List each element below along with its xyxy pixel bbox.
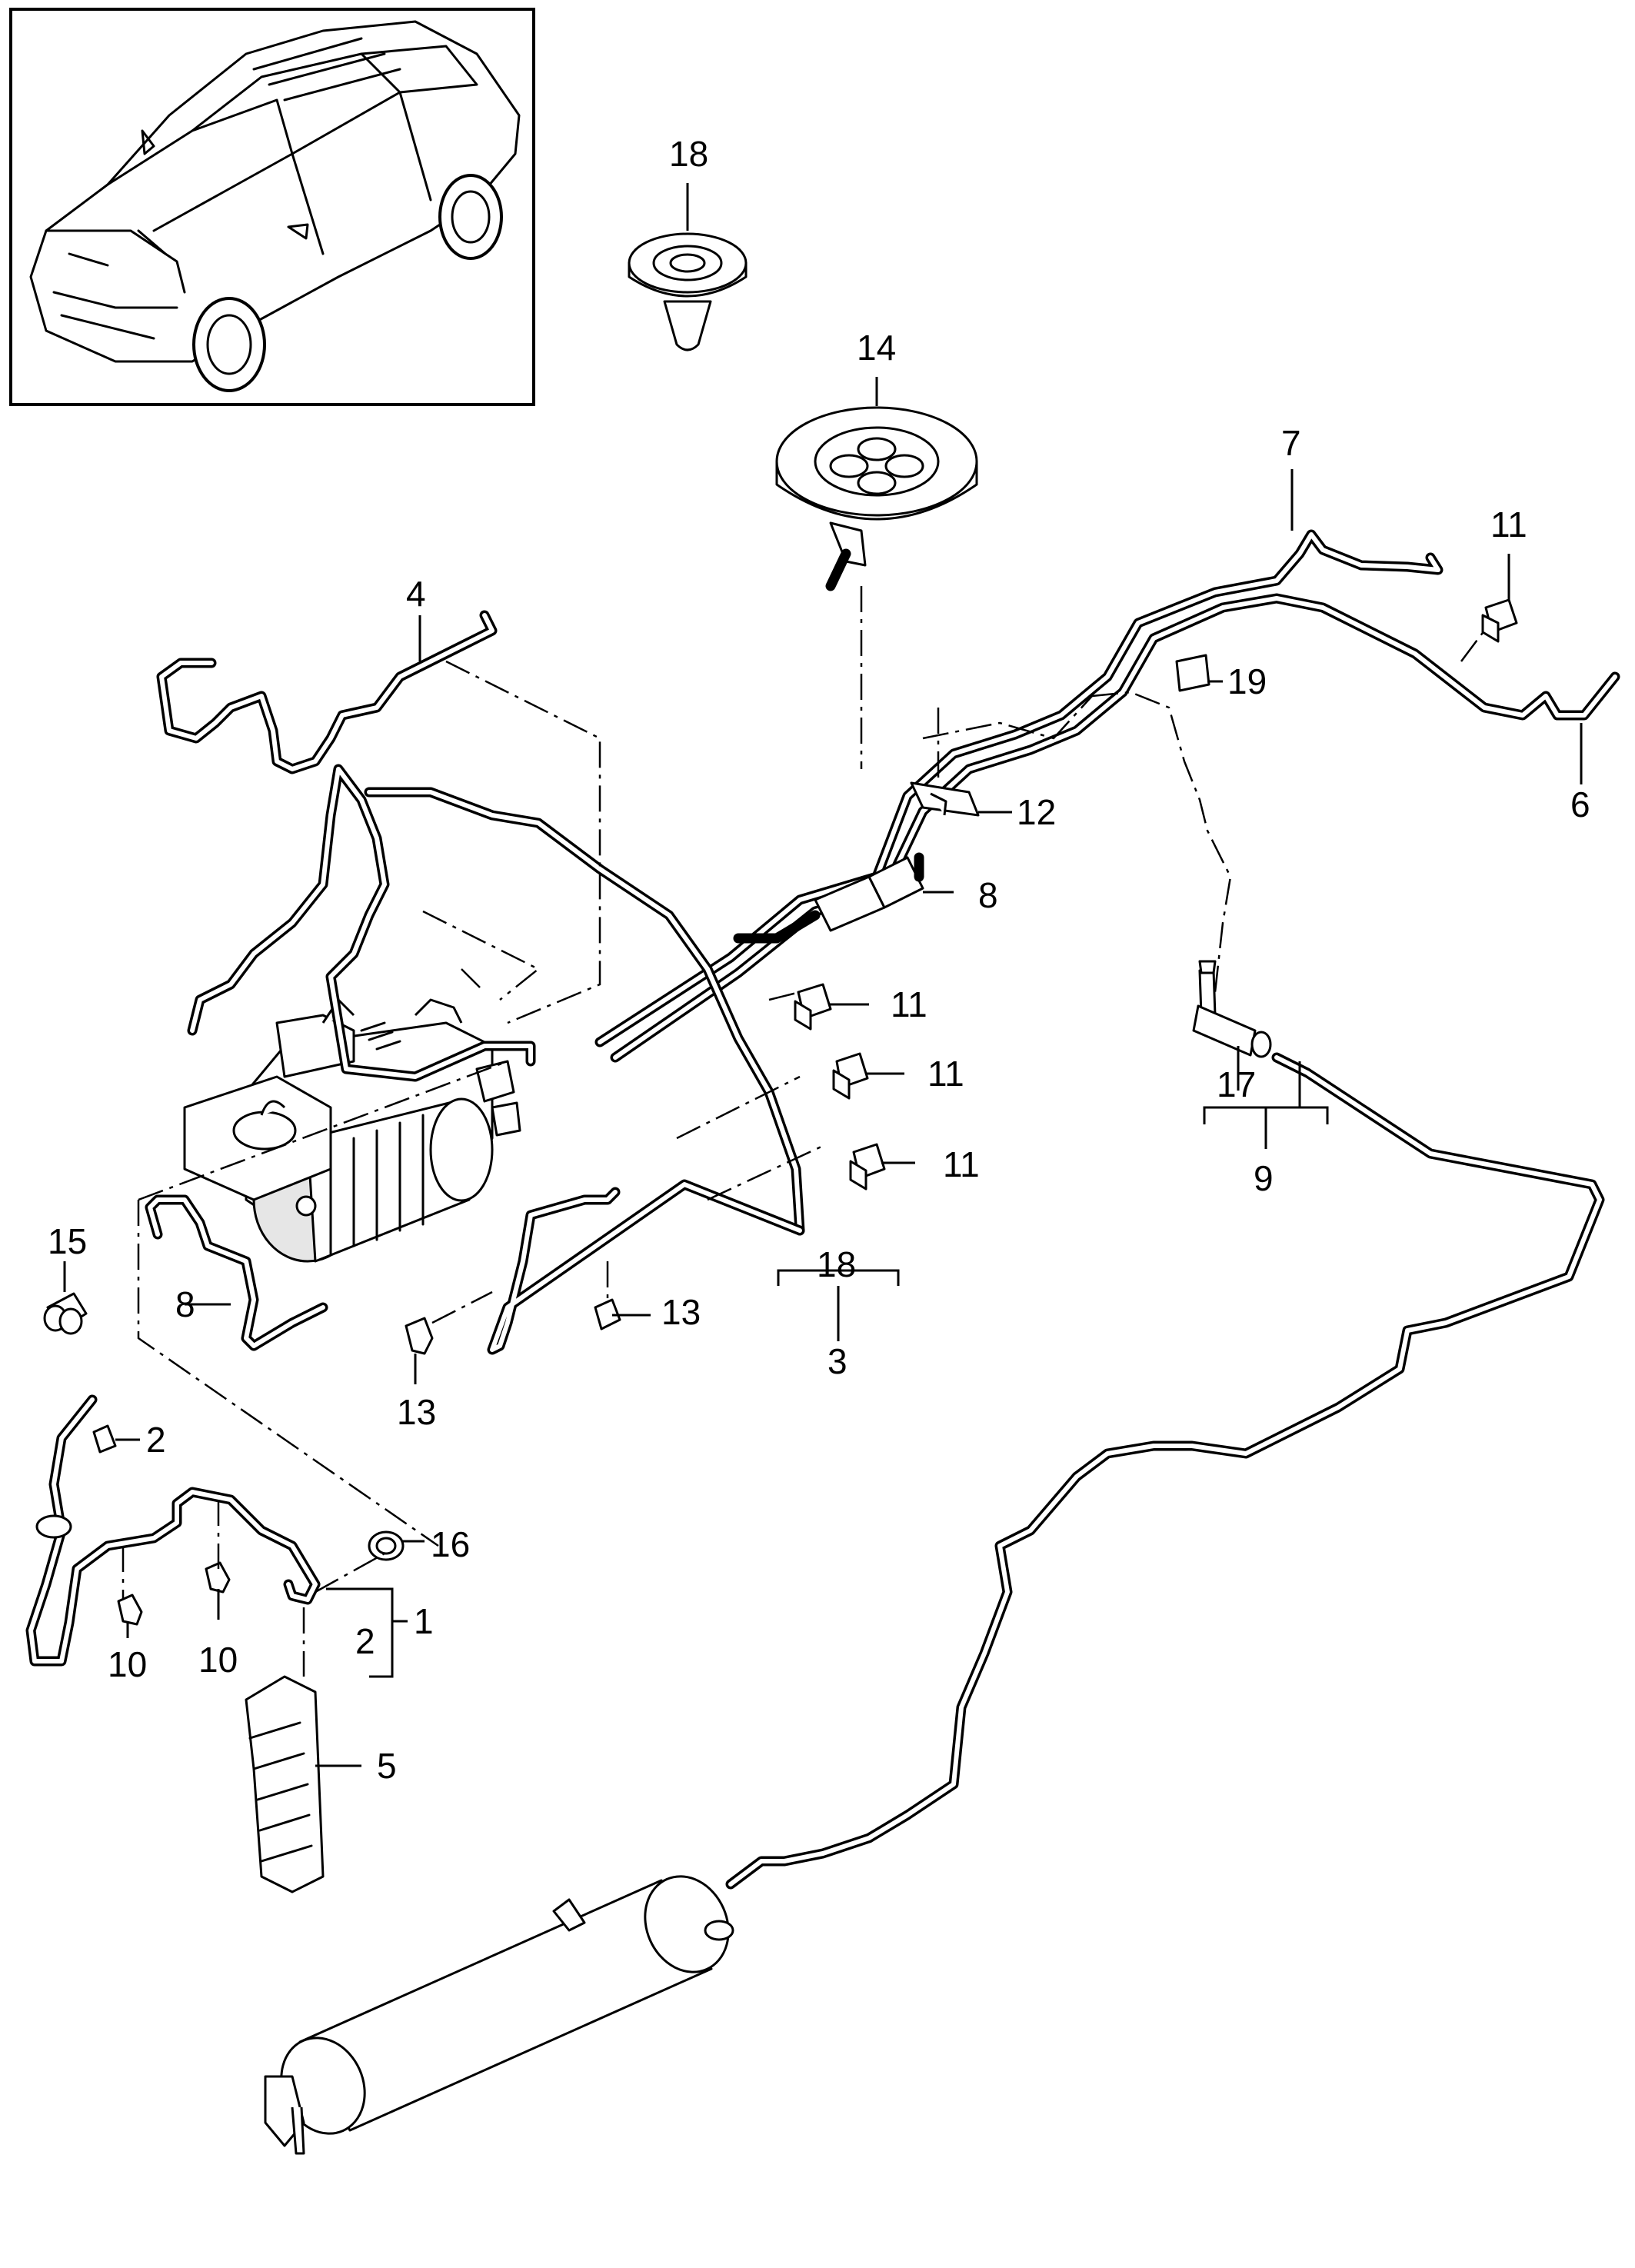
- callout-5: 5: [377, 1746, 397, 1786]
- cover-part: [775, 406, 978, 591]
- callout-11-b: 11: [927, 1054, 964, 1094]
- callout-11-a: 11: [891, 984, 927, 1024]
- callout-2-clip: 2: [146, 1420, 166, 1460]
- pressure-reservoir: [264, 1875, 734, 2155]
- callout-13-right: 13: [661, 1292, 701, 1332]
- air-lines: [25, 529, 1620, 1890]
- callout-16: 16: [431, 1524, 470, 1564]
- compressor-unit: [183, 998, 521, 1263]
- suv-illustration: [29, 20, 521, 392]
- t-connector: [1192, 960, 1272, 1058]
- assembly-lines: [122, 586, 1485, 1677]
- clip-11-top: [1481, 598, 1518, 643]
- callout-18-bracket: 18: [817, 1244, 856, 1284]
- callout-2-bracket: 2: [355, 1621, 375, 1661]
- callout-14: 14: [857, 328, 896, 368]
- callout-7: 7: [1281, 423, 1301, 463]
- fittings: [43, 598, 1518, 1893]
- clip-11-mid2: [832, 1052, 869, 1100]
- callout-8-left: 8: [175, 1284, 195, 1324]
- callout-19: 19: [1227, 661, 1267, 701]
- callout-17: 17: [1217, 1064, 1256, 1104]
- callout-9: 9: [1254, 1158, 1274, 1198]
- callout-11-c: 11: [943, 1144, 980, 1184]
- callout-15: 15: [48, 1221, 87, 1261]
- grommet-part: [628, 232, 748, 351]
- callout-11-top: 11: [1490, 505, 1527, 545]
- callout-labels: 18 14 7 11 4 19 6 12 8 11 11 11 17 9 15 …: [48, 134, 1590, 1786]
- callout-18-top: 18: [669, 134, 708, 174]
- callout-4: 4: [406, 574, 426, 614]
- bracket-part: [245, 1675, 325, 1893]
- callout-10-left: 10: [108, 1644, 147, 1684]
- leaders: [63, 183, 1583, 1767]
- clip-11-mid3: [849, 1143, 886, 1191]
- callout-1: 1: [414, 1601, 434, 1641]
- callout-13-left: 13: [397, 1392, 436, 1432]
- callout-12: 12: [1017, 792, 1056, 832]
- callout-8-filter: 8: [978, 875, 998, 915]
- callout-6: 6: [1570, 784, 1590, 824]
- vehicle-thumbnail: [9, 8, 535, 406]
- callout-3: 3: [827, 1341, 847, 1381]
- callout-10-right: 10: [198, 1640, 238, 1680]
- clip-11-mid1: [794, 983, 832, 1031]
